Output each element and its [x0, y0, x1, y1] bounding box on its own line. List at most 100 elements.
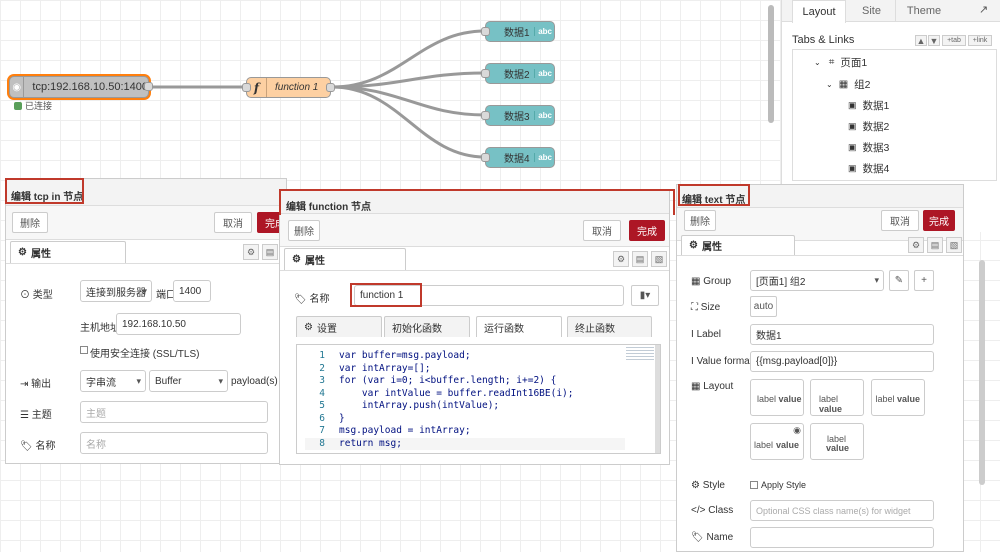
group-select[interactable]: [页面1] 组2	[750, 270, 884, 291]
tcp-in-node[interactable]: ◉ tcp:192.168.10.50:1400	[9, 76, 153, 98]
tcp-output-port[interactable]	[144, 82, 153, 91]
external-link-icon[interactable]: ↗	[979, 4, 989, 16]
line-number: 7	[319, 425, 325, 436]
tab-layout[interactable]: Layout	[792, 0, 846, 23]
layout-option[interactable]: label value	[810, 423, 864, 460]
done-button[interactable]: 完成	[629, 220, 665, 241]
tab-on-start[interactable]: 初始化函数	[384, 316, 470, 337]
code-text: var intArray=[];	[339, 362, 431, 374]
edit-group-icon[interactable]: ✎	[889, 270, 909, 291]
tcp-form-divider	[6, 263, 286, 264]
text-node[interactable]: 数据4 abc	[481, 147, 555, 168]
move-down-button[interactable]: ▼	[928, 35, 940, 46]
tree-widget-label: 数据2	[862, 121, 890, 133]
book-icon[interactable]: ▮▾	[631, 285, 659, 306]
add-tab-button[interactable]: +tab	[942, 35, 966, 46]
layout-value-word: value	[896, 394, 920, 404]
apply-style-checkbox[interactable]	[750, 481, 758, 489]
abc-icon: abc	[534, 111, 552, 120]
delete-button[interactable]: 删除	[12, 212, 48, 233]
delete-button[interactable]: 删除	[684, 210, 716, 231]
text-node[interactable]: 数据2 abc	[481, 63, 555, 84]
name-input[interactable]: 名称	[80, 432, 268, 454]
tab-on-message[interactable]: 运行函数	[476, 316, 562, 337]
description-icon[interactable]: ▤	[927, 237, 943, 253]
canvas-scrollbar[interactable]	[768, 5, 774, 123]
move-up-button[interactable]: ▲	[915, 35, 927, 46]
output-select[interactable]: 字串流	[80, 370, 146, 392]
text-node-input-port[interactable]	[481, 110, 490, 120]
text-node-input-port[interactable]	[481, 152, 490, 162]
topic-input[interactable]: 主题	[80, 401, 268, 423]
list-icon: ☰	[20, 410, 32, 421]
done-button[interactable]: 完成	[923, 210, 955, 231]
port-input[interactable]: 1400	[173, 280, 211, 302]
line-number: 4	[319, 387, 325, 399]
table-icon: ▦	[691, 276, 704, 287]
class-input[interactable]: Optional CSS class name(s) for widget	[750, 500, 934, 521]
layout-option[interactable]: label value	[871, 379, 925, 416]
tab-properties[interactable]: ⚙属性	[284, 248, 406, 270]
output-type-select[interactable]: Buffer	[149, 370, 228, 392]
description-icon[interactable]: ▤	[632, 251, 648, 267]
text-editor-title: 编辑 text 节点	[682, 195, 746, 206]
tab-properties[interactable]: ⚙属性	[10, 241, 126, 263]
text-editor-scrollbar[interactable]	[979, 260, 985, 485]
tab-theme[interactable]: Theme	[900, 0, 948, 22]
type-select[interactable]: 连接到服务器	[80, 280, 152, 302]
layout-option[interactable]: label value	[810, 379, 864, 416]
format-input[interactable]: {{msg.payload[0]}}	[750, 351, 934, 372]
layout-value-word: value	[819, 404, 843, 414]
description-icon[interactable]: ▤	[262, 244, 278, 260]
done-button[interactable]: 完成	[257, 212, 286, 233]
cancel-button[interactable]: 取消	[214, 212, 252, 233]
settings-icon[interactable]: ⚙	[243, 244, 259, 260]
appearance-icon[interactable]: ▧	[651, 251, 667, 267]
gear-icon: ⚙	[292, 254, 301, 265]
host-input[interactable]: 192.168.10.50	[116, 313, 241, 335]
status-dot-icon	[14, 101, 22, 110]
function-input-port[interactable]	[242, 82, 251, 92]
line-number: 5	[319, 400, 325, 411]
function-node[interactable]: f function 1	[242, 77, 335, 98]
layout-option[interactable]: label value	[750, 379, 804, 416]
tree-item-group[interactable]: ⌄ ▦ 组2	[826, 77, 871, 92]
cancel-button[interactable]: 取消	[583, 220, 621, 241]
group-select-value: [页面1] 组2	[756, 277, 806, 288]
tab-properties[interactable]: ⚙属性	[681, 235, 795, 255]
appearance-icon[interactable]: ▧	[946, 237, 962, 253]
delete-button[interactable]: 删除	[288, 220, 320, 241]
cancel-label: 取消	[890, 217, 910, 228]
tab-on-stop[interactable]: 终止函数	[567, 316, 652, 337]
style-label-text: Style	[702, 480, 725, 491]
text-node-input-port[interactable]	[481, 68, 490, 78]
layout-option-selected[interactable]: ◉ label value	[750, 423, 804, 460]
tree-item-widget[interactable]: ▣ 数据2	[848, 119, 889, 134]
tree-item-widget[interactable]: ▣ 数据4	[848, 161, 889, 176]
add-group-icon[interactable]: +	[914, 270, 934, 291]
settings-icon[interactable]: ⚙	[613, 251, 629, 267]
cancel-label: 取消	[592, 227, 612, 238]
code-scrollbar[interactable]	[655, 345, 660, 453]
text-node[interactable]: 数据1 abc	[481, 21, 555, 42]
host-label: 主机地址	[80, 323, 120, 334]
tree-item-page[interactable]: ⌄ ⌗ 页面1	[814, 55, 867, 70]
text-node[interactable]: 数据3 abc	[481, 105, 555, 126]
size-button[interactable]: auto	[750, 296, 777, 317]
tls-checkbox[interactable]	[80, 346, 88, 354]
name-input[interactable]	[750, 527, 934, 548]
type-label-text: 类型	[32, 290, 53, 301]
tree-item-widget[interactable]: ▣ 数据1	[848, 98, 889, 113]
tree-item-widget[interactable]: ▣ 数据3	[848, 140, 889, 155]
cancel-button[interactable]: 取消	[881, 210, 919, 231]
name-placeholder: 名称	[86, 439, 106, 451]
tab-setup[interactable]: ⚙设置	[296, 316, 382, 337]
text-node-input-port[interactable]	[481, 26, 490, 36]
function-output-port[interactable]	[326, 82, 335, 92]
tab-site[interactable]: Site	[848, 0, 896, 22]
add-link-button[interactable]: +link	[968, 35, 992, 46]
settings-icon[interactable]: ⚙	[908, 237, 924, 253]
label-input[interactable]: 数据1	[750, 324, 934, 345]
